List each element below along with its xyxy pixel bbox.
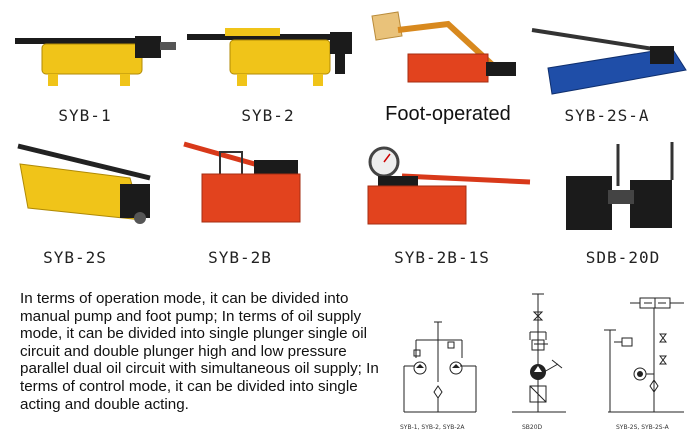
- sdb-20d-pump-image: [566, 142, 674, 230]
- syb-1-pump-image: [15, 36, 176, 86]
- product-syb-2s: [10, 138, 170, 228]
- product-foot-operated: [368, 10, 528, 90]
- syb-2b-1s-pump-image: [367, 146, 531, 225]
- syb-2-pump-image: [187, 28, 352, 86]
- product-syb-2b-1s: [362, 140, 537, 230]
- hydraulic-diagram-1: [403, 321, 477, 413]
- product-label-syb-2: SYB-2: [241, 106, 295, 125]
- product-label-syb-2b-1s: SYB-2B-1S: [394, 248, 490, 267]
- product-syb-2b: [180, 138, 350, 228]
- syb-2b-pump-image: [183, 141, 301, 223]
- diagram-caption-2: SB20D: [522, 424, 543, 431]
- description-text: In terms of operation mode, it can be di…: [20, 290, 379, 413]
- product-syb-2: [185, 18, 360, 88]
- diagram-caption-3: SYB-2S, SYB-2S-A: [616, 424, 669, 431]
- syb-2s-pump-image: [17, 143, 151, 224]
- foot-pump-image: [371, 11, 516, 83]
- product-syb-1: [10, 18, 180, 88]
- hydraulic-diagram-2: [512, 293, 566, 413]
- product-label-syb-1: SYB-1: [58, 106, 112, 125]
- hydraulic-diagram-3: [604, 297, 684, 413]
- product-label-syb-2s: SYB-2S: [43, 248, 107, 267]
- diagram-caption-1: SYB-1, SYB-2, SYB-2A: [400, 424, 465, 431]
- product-label-foot-operated: Foot-operated: [385, 103, 511, 125]
- product-label-sdb-20d: SDB-20D: [585, 248, 661, 267]
- product-label-syb-2b: SYB-2B: [208, 248, 272, 267]
- product-sdb-20d: [560, 140, 690, 232]
- product-syb-2s-a: [530, 20, 695, 100]
- syb-2s-a-pump-image: [531, 28, 687, 95]
- product-label-syb-2s-a: SYB-2S-A: [564, 106, 650, 125]
